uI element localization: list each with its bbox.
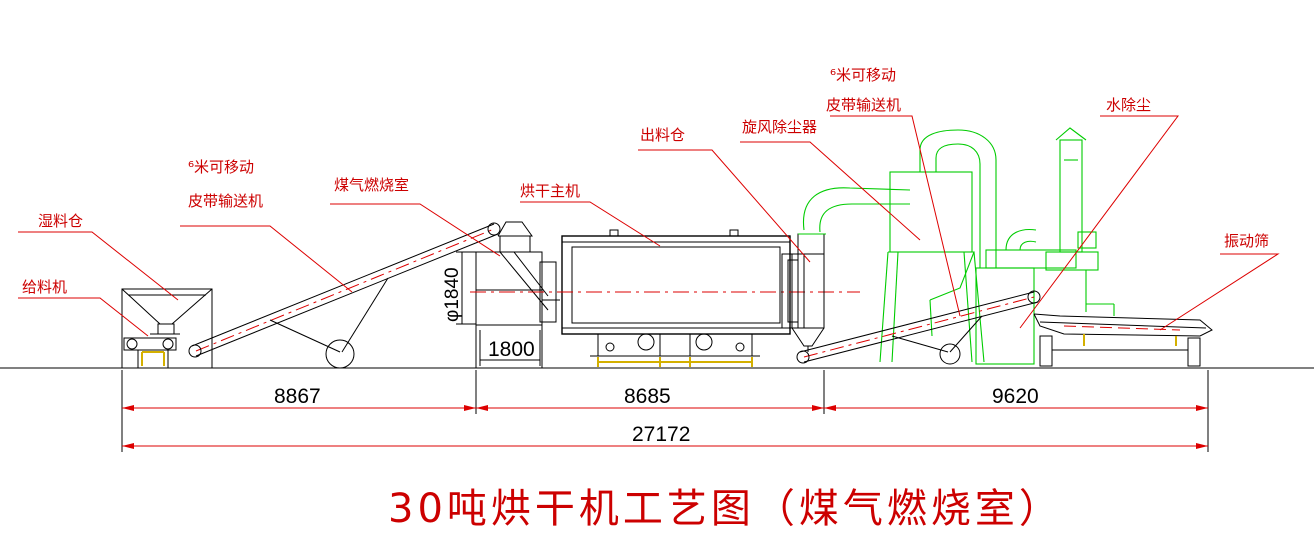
label-conveyor-2-line1: ⁶米可移动	[830, 66, 896, 84]
gas-combustion-chamber	[475, 221, 560, 369]
label-conveyor-2-line2: 皮带输送机	[826, 96, 901, 114]
belt-conveyor-1	[188, 222, 501, 369]
dim-combustion-width: 1800	[488, 338, 535, 361]
leader-lines	[18, 115, 1280, 337]
label-feeder: 给料机	[22, 278, 67, 296]
feeder	[123, 337, 177, 369]
dryer-main	[470, 229, 860, 367]
dim-section-2: 8685	[624, 385, 671, 408]
dimension-lines	[121, 370, 1209, 452]
dim-section-3: 9620	[992, 385, 1039, 408]
label-gas-combustion: 煤气燃烧室	[334, 176, 409, 194]
cyclone-dust-collector	[798, 127, 1115, 365]
drawing-title: 30吨烘干机工艺图（煤气燃烧室）	[388, 486, 1063, 532]
dim-section-1: 8867	[274, 385, 321, 408]
combustion-dims	[456, 251, 541, 366]
label-dryer-main: 烘干主机	[520, 182, 580, 200]
label-discharge-bin: 出料仓	[640, 126, 685, 144]
label-wet-bin: 湿料仓	[38, 212, 83, 230]
vibrating-screen	[1033, 313, 1213, 367]
label-conveyor-1-line2: 皮带输送机	[188, 192, 263, 210]
dim-combustion-height: φ1840	[442, 267, 463, 322]
discharge-bin	[791, 233, 825, 352]
label-vibrating-screen: 振动筛	[1224, 232, 1269, 250]
label-water-dust: 水除尘	[1106, 96, 1151, 114]
dim-total: 27172	[632, 423, 690, 446]
label-conveyor-1-line1: ⁶米可移动	[188, 158, 254, 176]
label-cyclone: 旋风除尘器	[742, 118, 817, 136]
belt-conveyor-2	[796, 290, 1041, 365]
